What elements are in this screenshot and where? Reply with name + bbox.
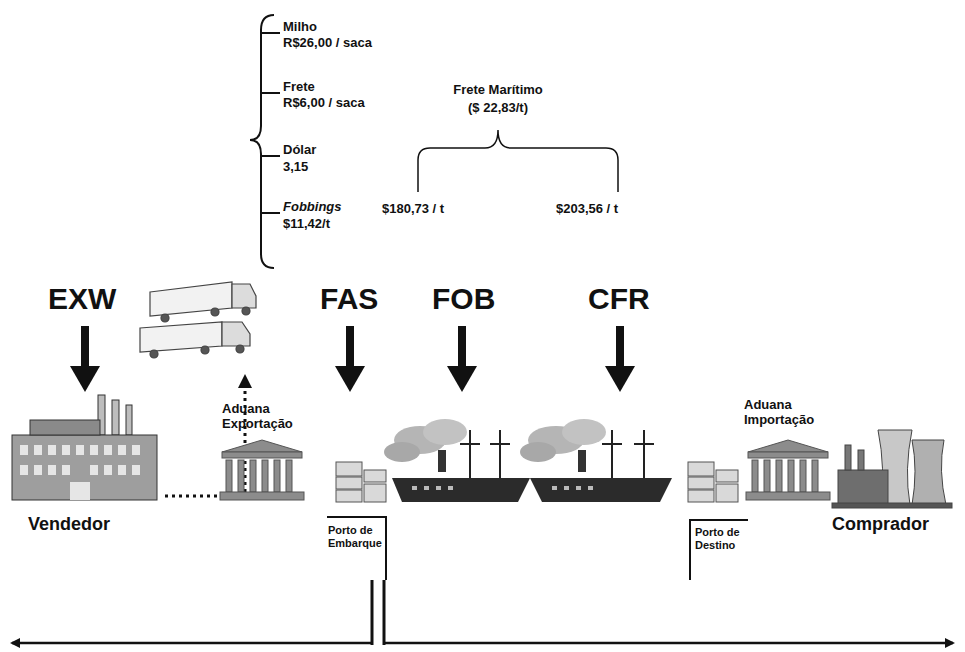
price-item: Milho bbox=[283, 20, 317, 35]
freight-title: Frete Marítimo bbox=[448, 83, 548, 98]
price-value: R$6,00 / saca bbox=[283, 96, 365, 111]
port-label: Porto de Embarque bbox=[328, 524, 384, 549]
price-value: 3,15 bbox=[283, 160, 308, 175]
price-value: $203,56 / t bbox=[556, 202, 618, 217]
port-label: Porto de Destino bbox=[695, 526, 751, 551]
price-item: Dólar bbox=[283, 143, 316, 158]
customs-label: Aduana Importação bbox=[744, 398, 830, 428]
incoterm: EXW bbox=[48, 282, 116, 317]
incoterm: CFR bbox=[588, 282, 650, 317]
party-label: Vendedor bbox=[28, 514, 110, 535]
price-value: R$26,00 / saca bbox=[283, 36, 372, 51]
freight-value: ($ 22,83/t) bbox=[448, 101, 548, 116]
incoterm: FAS bbox=[320, 282, 378, 317]
incoterm: FOB bbox=[432, 282, 495, 317]
price-item: Fobbings bbox=[283, 200, 342, 215]
price-value: $180,73 / t bbox=[382, 202, 444, 217]
price-value: $11,42/t bbox=[283, 217, 330, 232]
party-label: Comprador bbox=[832, 514, 929, 535]
price-item: Frete bbox=[283, 80, 315, 95]
customs-label: Aduana Exportação bbox=[222, 402, 308, 432]
